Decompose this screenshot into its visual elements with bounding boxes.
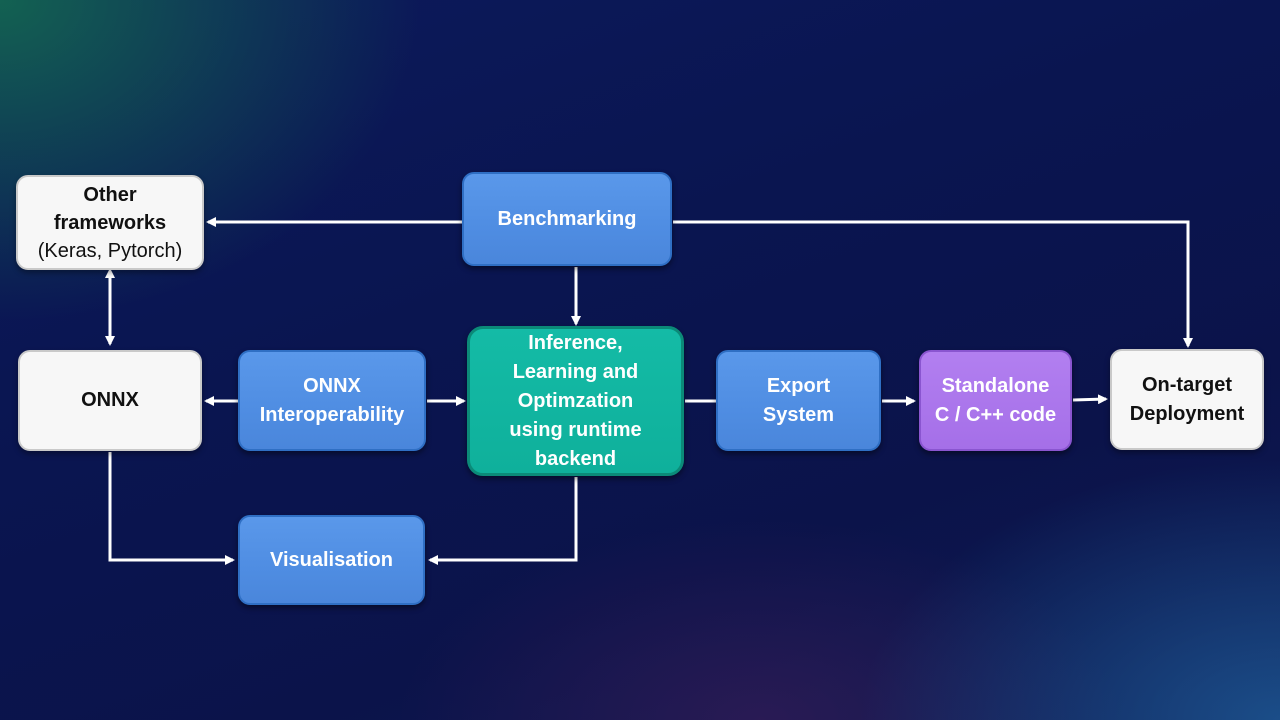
visualisation-box: Visualisation — [238, 515, 425, 605]
standalone-line2: C / C++ code — [934, 403, 1057, 426]
inference-line1: Inference, — [528, 331, 623, 354]
other-frameworks-line1: Other — [83, 183, 137, 206]
deployment-line1: On-target — [1142, 373, 1232, 396]
on-target-deployment-box: On-target Deployment — [1110, 349, 1264, 450]
other-frameworks-box: Other frameworks (Keras, Pytorch) — [16, 175, 204, 270]
inference-line3: Optimzation — [517, 389, 634, 412]
onnx-label: ONNX — [81, 389, 139, 411]
other-frameworks-line3: (Keras, Pytorch) — [37, 239, 183, 262]
arrow-inference-to-visualisation — [428, 477, 578, 565]
arrow-benchmarking-to-deployment — [673, 220, 1193, 348]
export-system-line1: Export — [766, 374, 831, 397]
other-frameworks-line2: frameworks — [53, 211, 167, 234]
onnx-box: ONNX — [18, 350, 202, 451]
inference-line2: Learning and — [512, 360, 639, 383]
onnx-interoperability-box: ONNX Interoperability — [238, 350, 426, 451]
standalone-line1: Standalone — [941, 374, 1050, 397]
inference-line4: using runtime — [509, 418, 642, 441]
export-system-line2: System — [762, 403, 835, 426]
benchmarking-box: Benchmarking — [462, 172, 672, 266]
export-system-box: Export System — [716, 350, 881, 451]
inference-line5: backend — [534, 447, 617, 470]
benchmarking-label: Benchmarking — [497, 207, 637, 230]
deployment-line2: Deployment — [1129, 402, 1245, 425]
inference-box: Inference, Learning and Optimzation usin… — [467, 326, 684, 476]
arrow-onnx-to-visualisation — [108, 452, 235, 565]
onnx-interop-line1: ONNX — [303, 374, 361, 397]
arrow-standalone-to-deployment — [1072, 394, 1108, 405]
onnx-interop-line2: Interoperability — [259, 403, 405, 426]
standalone-code-box: Standalone C / C++ code — [919, 350, 1072, 451]
visualisation-label: Visualisation — [269, 548, 393, 571]
